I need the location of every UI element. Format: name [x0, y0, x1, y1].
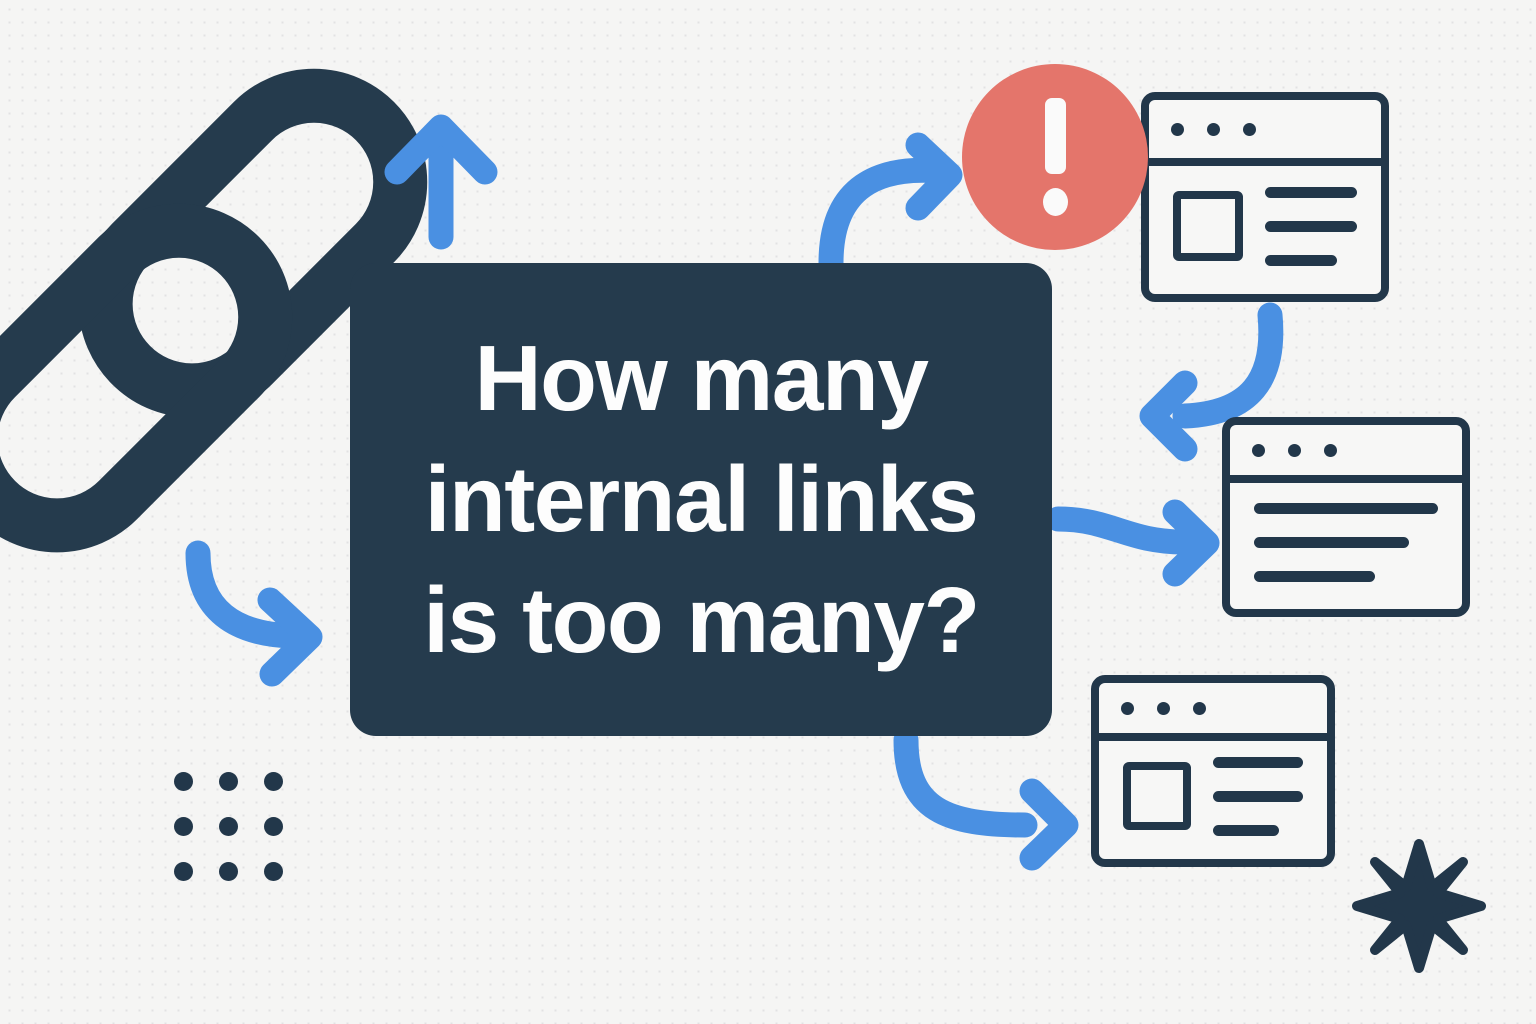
window-dot — [1171, 122, 1184, 136]
grid-dot — [174, 862, 193, 881]
text-line — [1213, 790, 1303, 802]
text-line — [1265, 186, 1357, 198]
text-line — [1265, 254, 1337, 266]
window-dot — [1288, 443, 1301, 457]
browser-window-top-right[interactable] — [1141, 92, 1389, 302]
text-line — [1254, 570, 1376, 582]
thumbnail-placeholder — [1123, 762, 1191, 830]
browser-content — [1230, 483, 1462, 601]
text-line-group — [1265, 186, 1357, 266]
grid-dot — [219, 817, 238, 836]
text-line — [1254, 502, 1438, 514]
grid-dot — [264, 772, 283, 791]
window-dot — [1207, 122, 1220, 136]
text-line — [1254, 536, 1409, 548]
hero-card: How many internal links is too many? — [350, 263, 1052, 736]
grid-dot — [174, 817, 193, 836]
window-dot — [1243, 122, 1256, 136]
text-line-group — [1254, 502, 1438, 582]
window-dot — [1324, 443, 1337, 457]
text-line — [1213, 824, 1279, 836]
browser-window-bottom-right[interactable] — [1091, 675, 1335, 867]
text-line — [1213, 756, 1303, 768]
text-line-group — [1213, 756, 1303, 836]
thumbnail-placeholder — [1173, 191, 1243, 261]
grid-dot — [264, 817, 283, 836]
grid-dot — [264, 862, 283, 881]
browser-window-middle-right[interactable] — [1222, 417, 1470, 617]
window-dot — [1193, 701, 1206, 715]
grid-dot — [174, 772, 193, 791]
grid-dot — [219, 772, 238, 791]
browser-titlebar — [1149, 100, 1381, 166]
window-dot — [1157, 701, 1170, 715]
exclamation-dot — [1042, 188, 1068, 216]
dot-grid-decoration — [174, 772, 283, 881]
browser-titlebar — [1099, 683, 1327, 741]
arrow-up-icon — [384, 114, 498, 250]
window-dot — [1252, 443, 1265, 457]
browser-content — [1149, 166, 1381, 286]
page-title: How many internal links is too many? — [423, 326, 980, 672]
arrow-curve-up-right-icon — [818, 132, 963, 276]
eight-point-star-icon — [1352, 839, 1486, 973]
browser-titlebar — [1230, 425, 1462, 483]
window-dot — [1121, 701, 1134, 715]
text-line — [1265, 220, 1357, 232]
browser-content — [1099, 741, 1327, 851]
alert-badge — [962, 64, 1148, 250]
arrow-right-icon — [1045, 499, 1220, 587]
exclamation-mark-icon — [1044, 98, 1066, 174]
arrow-curve-down-right-icon — [185, 540, 323, 687]
arrow-curve-down-right-icon — [893, 727, 1079, 871]
grid-dot — [219, 862, 238, 881]
